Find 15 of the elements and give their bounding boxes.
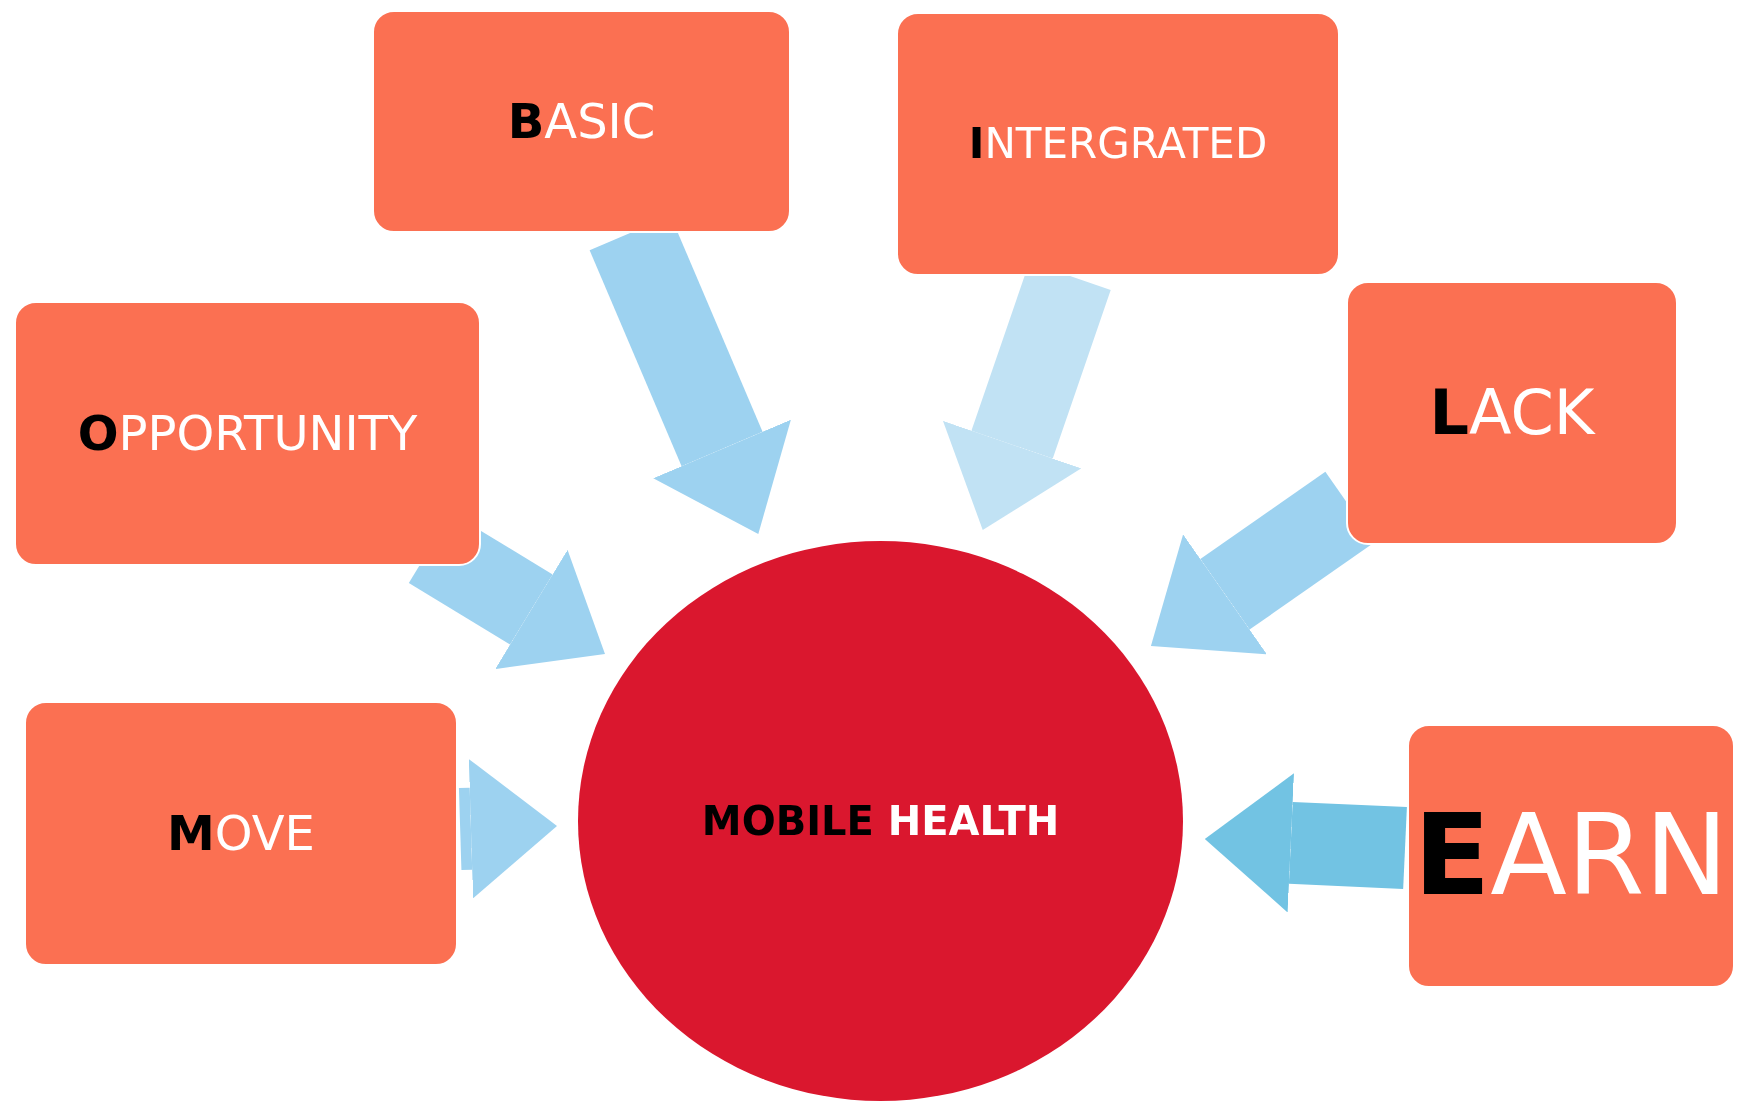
term-label: INTERGRATED	[968, 120, 1268, 168]
term-box	[1407, 724, 1735, 988]
term-box	[14, 301, 481, 566]
term-label: OPPORTUNITY	[77, 407, 418, 460]
term-label: EARN	[1413, 794, 1729, 918]
term-box	[24, 701, 458, 966]
term-label: LACK	[1429, 378, 1595, 448]
term-label: BASIC	[507, 95, 656, 148]
term-label: MOBILE HEALTH	[701, 799, 1060, 843]
block-arrow	[1204, 773, 1407, 913]
term-label: MOVE	[167, 807, 315, 860]
term-box	[372, 10, 791, 233]
block-arrow	[458, 759, 557, 899]
term-box	[896, 12, 1340, 276]
term-box	[1346, 281, 1678, 545]
